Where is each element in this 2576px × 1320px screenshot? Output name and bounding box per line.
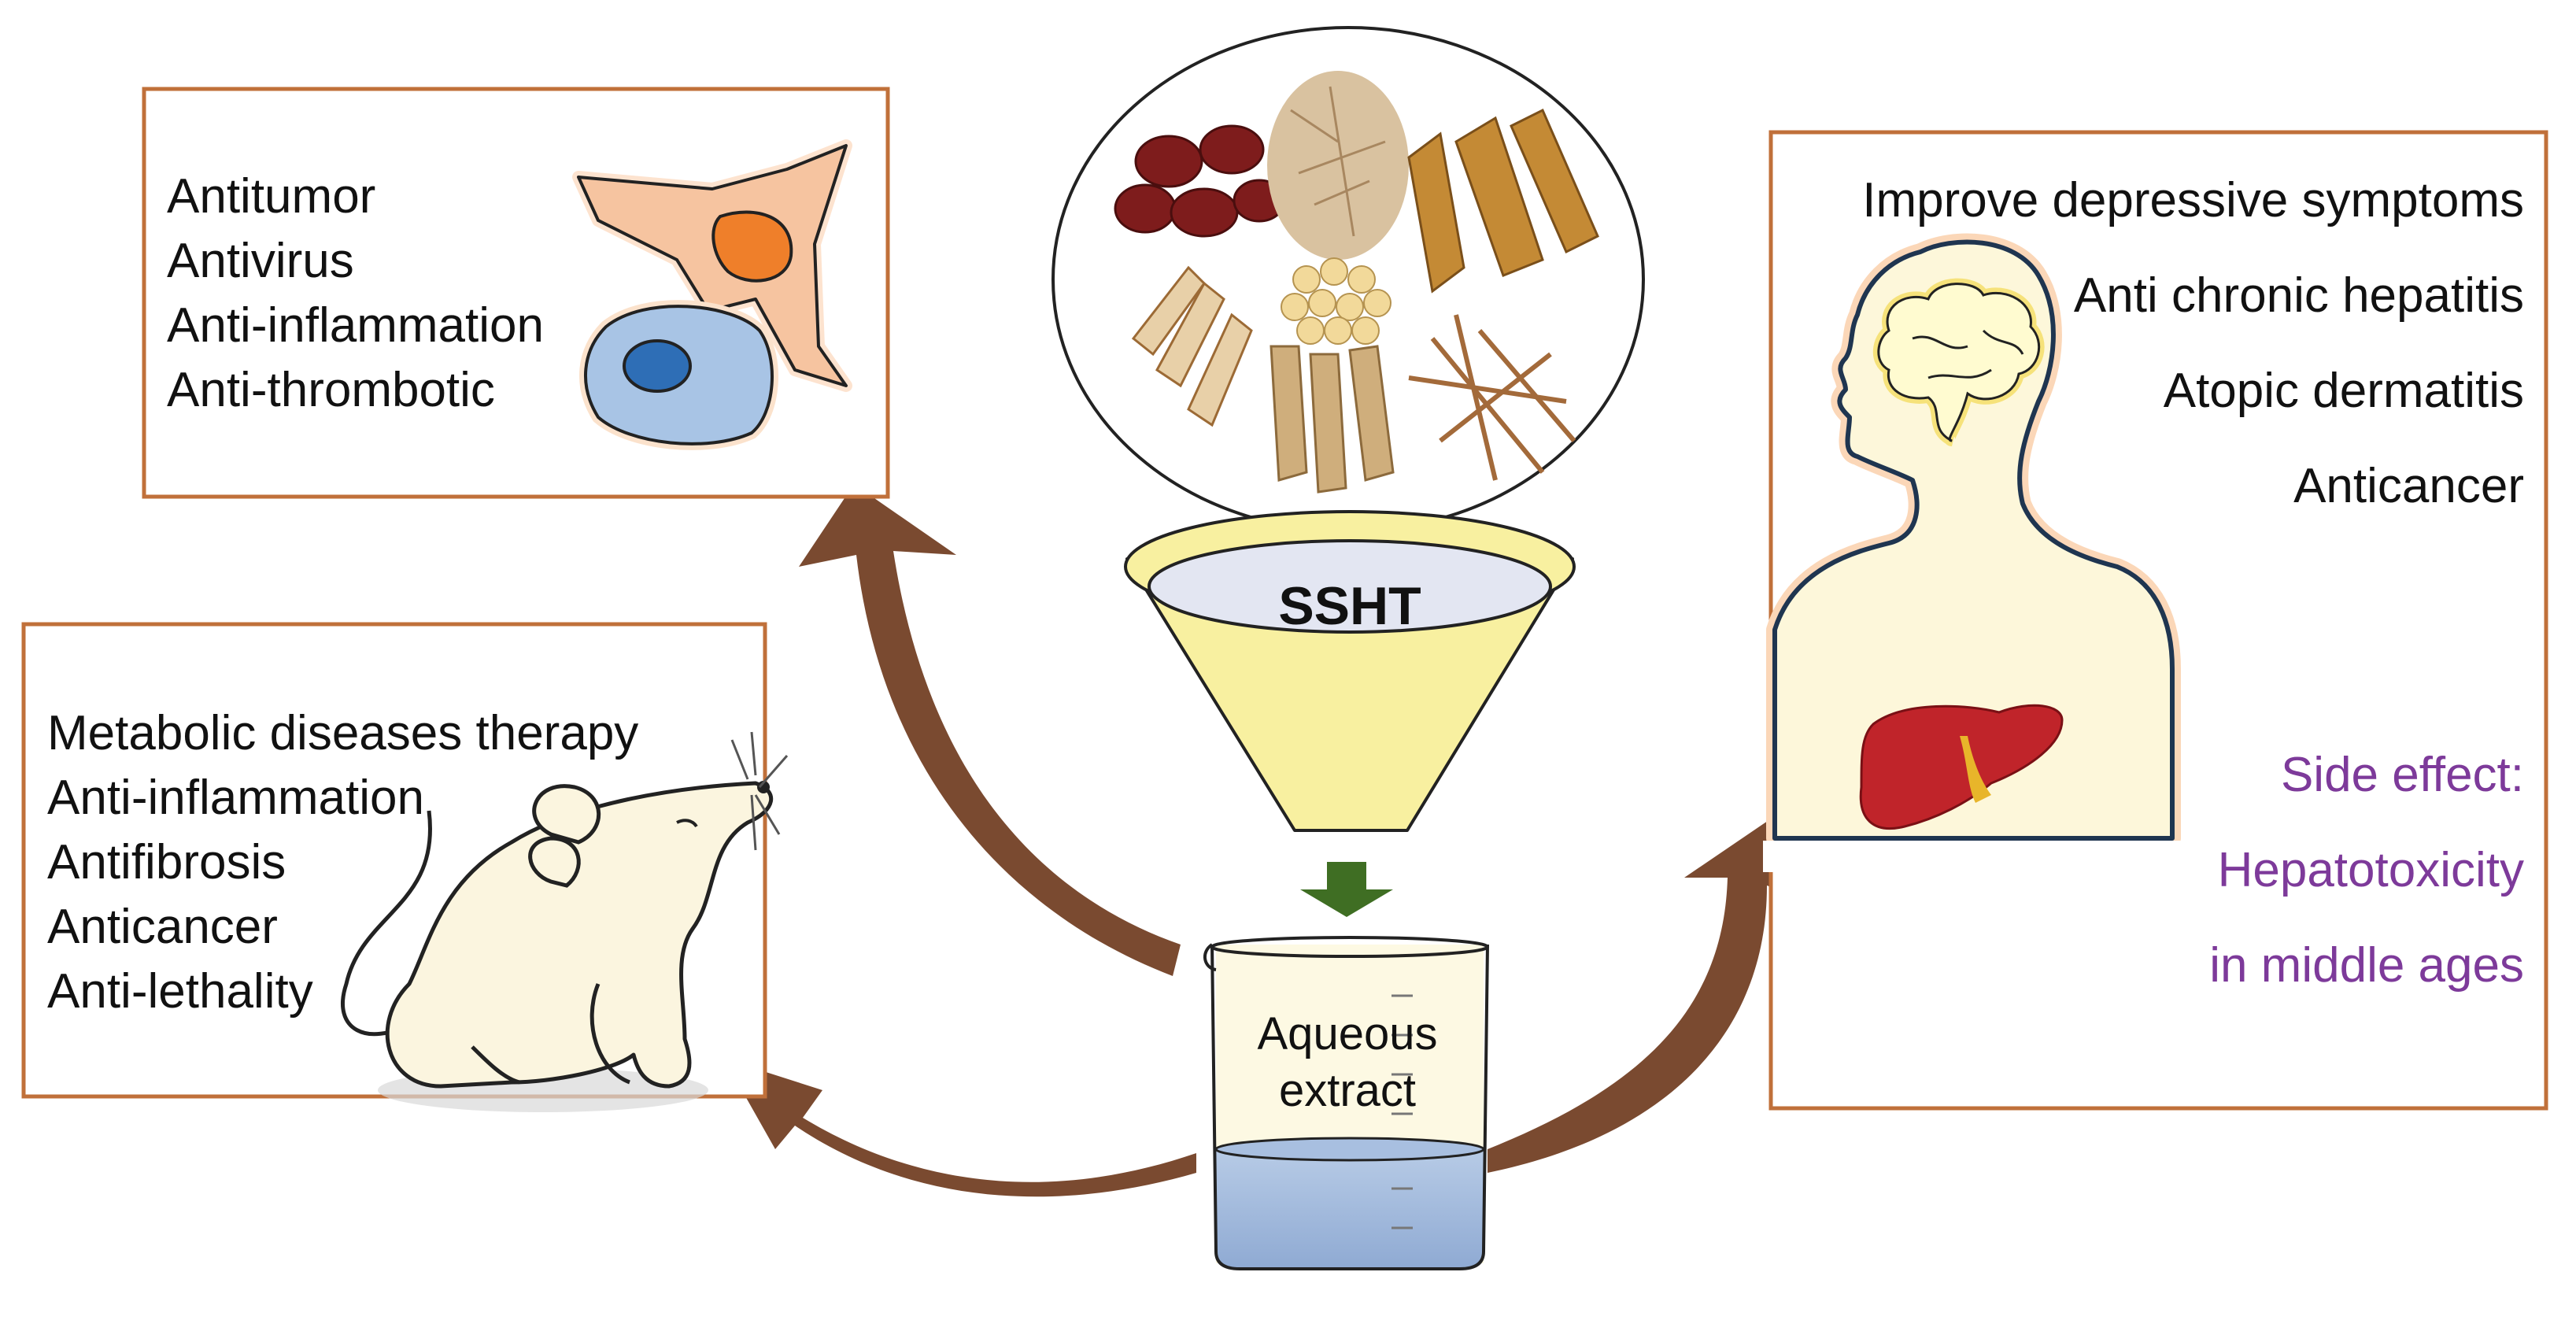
human-effect-2: Anti chronic hepatitis [2074,268,2524,323]
root-shavings-icon [1267,71,1409,260]
cell-box: Antitumor Antivirus Anti-inflammation An… [142,87,890,499]
animal-box: Metabolic diseases therapy Anti-inflamma… [21,622,789,1112]
mouse-icon [341,731,789,1112]
beaker-label-line-1: Aqueous [1258,1008,1438,1059]
cell-effect-2: Antivirus [167,234,354,288]
down-arrow-icon [1300,862,1393,917]
animal-effect-2: Anti-inflammation [47,771,424,825]
human-silhouette-icon [1763,233,2188,872]
brain-icon [1872,278,2045,446]
arrows [724,484,1818,1197]
arrow-to-human [1488,811,1818,1173]
lotus-seeds-icon [1281,257,1391,345]
side-effect-line-2: in middle ages [2209,938,2524,993]
ginseng-roots-icon [1270,345,1395,494]
arrow-to-cells [799,484,1181,976]
beaker-icon: Aqueous extract [1203,936,1489,1270]
side-effect-heading: Side effect: [2281,748,2524,802]
human-effect-4: Anticancer [2293,459,2524,513]
beaker-label-line-2: extract [1279,1065,1416,1116]
animal-effect-1: Metabolic diseases therapy [47,706,638,760]
liver-icon [1859,704,2064,830]
animal-effect-3: Antifibrosis [47,835,286,889]
cell-effect-1: Antitumor [167,169,375,224]
blue-cell-icon [579,300,778,450]
human-effect-3: Atopic dermatitis [2164,364,2524,418]
animal-effect-4: Anticancer [47,900,278,954]
licorice-slices-icon [1131,265,1253,427]
animal-effect-5: Anti-lethality [47,964,313,1019]
funnel-label: SSHT [1278,576,1421,636]
cell-effect-3: Anti-inflammation [167,298,544,353]
human-effect-1: Improve depressive symptoms [1862,173,2524,227]
herbs-circle [1051,26,1645,533]
arrow-to-animal [724,1059,1196,1197]
bark-strips-icon [1407,108,1599,294]
cell-effect-4: Anti-thrombotic [167,363,495,417]
orange-cell-icon [572,139,852,392]
twigs-icon [1408,314,1576,481]
human-box: Improve depressive symptoms Anti chronic… [1763,130,2548,1111]
side-effect-line-1: Hepatotoxicity [2218,843,2524,897]
funnel-icon: SSHT [1124,510,1576,832]
